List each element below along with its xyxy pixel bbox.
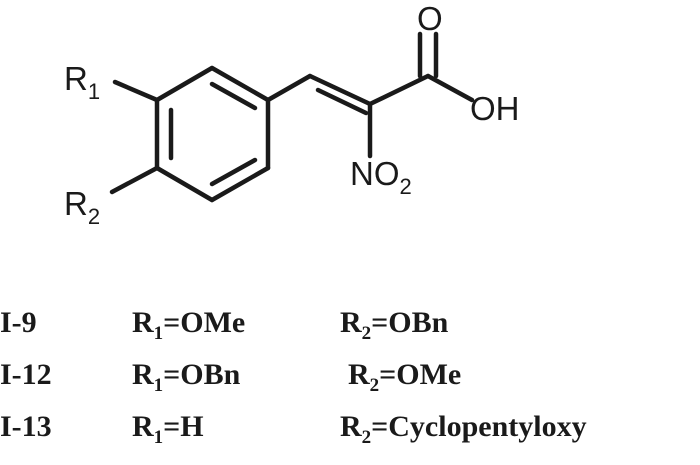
r2-bond xyxy=(109,165,160,195)
r1-definition: R1=H xyxy=(132,410,204,448)
r1-definition: R1=OMe xyxy=(132,306,246,344)
r2-label: R2 xyxy=(64,185,100,229)
r1-bond xyxy=(112,79,160,103)
r2-definition: R2=OMe xyxy=(348,358,462,396)
carbonyl-oxygen-label: O xyxy=(417,0,443,37)
chemical-structure: R1 R2 O OH NO2 xyxy=(64,0,520,229)
compound-id: I-9 xyxy=(0,306,37,339)
r1-label: R1 xyxy=(64,60,100,104)
ring-bond xyxy=(209,165,271,203)
compound-row: I-9 R1=OMe R2=OBn xyxy=(0,306,700,356)
hydroxyl-bond xyxy=(425,73,475,103)
compound-id: I-13 xyxy=(0,410,52,443)
r1-definition: R1=OBn xyxy=(132,358,241,396)
alkene-double-bond xyxy=(315,87,369,116)
ring-bond xyxy=(209,65,271,103)
hydroxyl-label: OH xyxy=(470,90,520,127)
vinyl-bond xyxy=(265,73,313,103)
carboxyl-bond xyxy=(367,73,431,107)
r2-definition: R2=Cyclopentyloxy xyxy=(340,410,587,448)
alkene-bond xyxy=(307,73,373,107)
compound-row: I-12 R1=OBn R2=OMe xyxy=(0,358,700,408)
compound-id: I-12 xyxy=(0,358,52,391)
ring-bond xyxy=(154,65,215,103)
ring-bond xyxy=(154,165,215,203)
ring-double-bond xyxy=(209,81,258,111)
nitro-label: NO2 xyxy=(350,155,412,199)
r2-definition: R2=OBn xyxy=(340,306,449,344)
ring-double-bond xyxy=(209,157,258,187)
compound-row: I-13 R1=H R2=Cyclopentyloxy xyxy=(0,410,700,460)
